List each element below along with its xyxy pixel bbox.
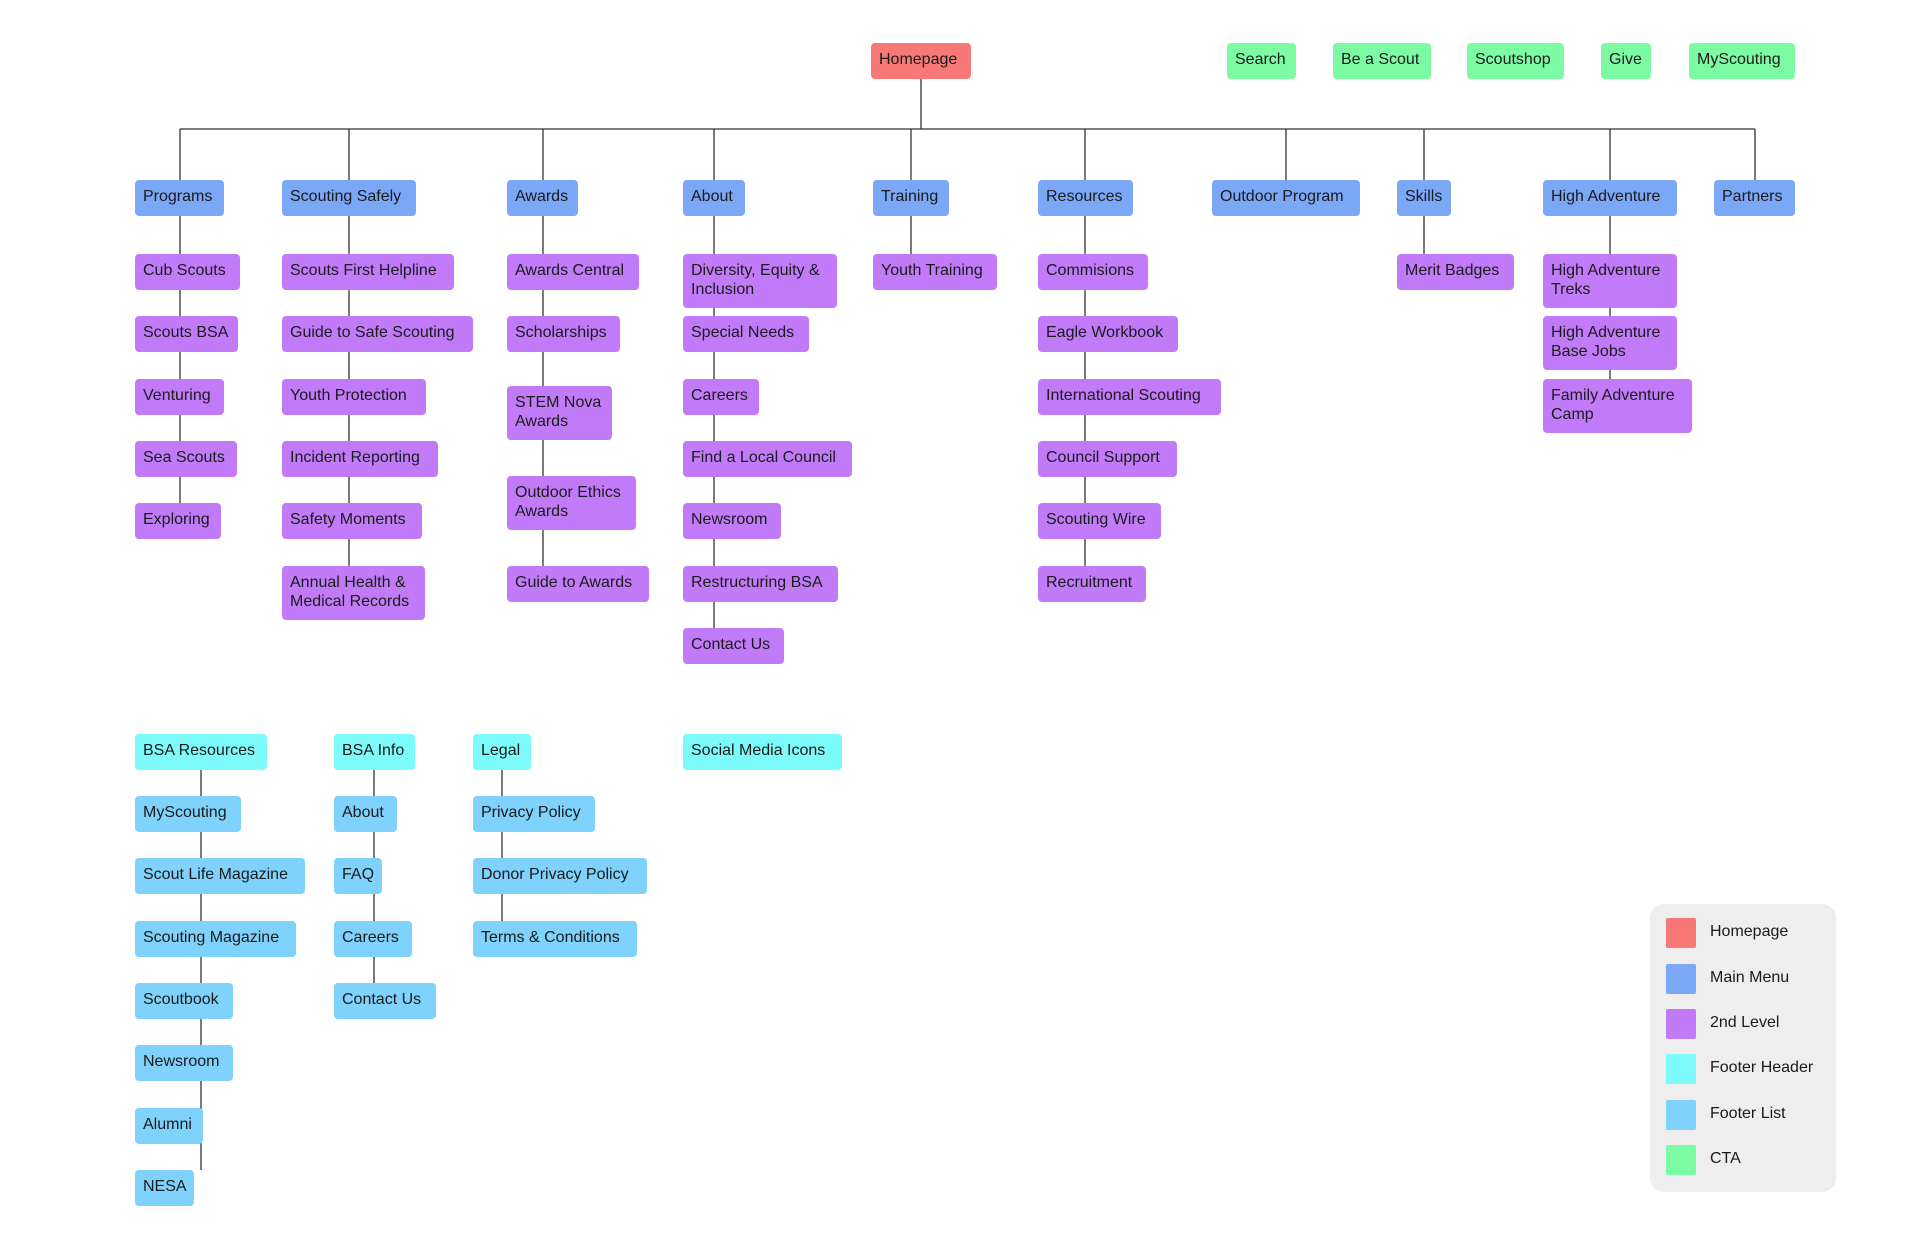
footer-link-nesa[interactable]: NESA <box>135 1170 194 1206</box>
submenu-eagle-workbook[interactable]: Eagle Workbook <box>1038 316 1178 352</box>
legend-item-cta: CTA <box>1666 1145 1836 1175</box>
menu-partners[interactable]: Partners <box>1714 180 1795 216</box>
cta-be-a-scout[interactable]: Be a Scout <box>1333 43 1431 79</box>
submenu-recruitment[interactable]: Recruitment <box>1038 566 1146 602</box>
menu-scouting-safely[interactable]: Scouting Safely <box>282 180 416 216</box>
cta-give[interactable]: Give <box>1601 43 1651 79</box>
submenu-diversity-equity-and-inclusion[interactable]: Diversity, Equity & Inclusion <box>683 254 837 308</box>
legend-label: Main Menu <box>1710 969 1790 986</box>
legend-swatch <box>1666 1100 1696 1130</box>
submenu-annual-health-and-medical-records[interactable]: Annual Health & Medical Records <box>282 566 425 620</box>
submenu-careers[interactable]: Careers <box>683 379 759 415</box>
submenu-incident-reporting[interactable]: Incident Reporting <box>282 441 438 477</box>
legend-swatch <box>1666 1054 1696 1084</box>
menu-outdoor-program[interactable]: Outdoor Program <box>1212 180 1360 216</box>
legend-swatch <box>1666 1009 1696 1039</box>
footer-header-bsa-resources[interactable]: BSA Resources <box>135 734 267 770</box>
footer-header-legal[interactable]: Legal <box>473 734 531 770</box>
submenu-international-scouting[interactable]: International Scouting <box>1038 379 1221 415</box>
footer-link-privacy-policy[interactable]: Privacy Policy <box>473 796 595 832</box>
footer-link-donor-privacy-policy[interactable]: Donor Privacy Policy <box>473 858 647 894</box>
legend-swatch <box>1666 918 1696 948</box>
submenu-newsroom[interactable]: Newsroom <box>683 503 781 539</box>
menu-skills[interactable]: Skills <box>1397 180 1451 216</box>
legend-item-footer-list: Footer List <box>1666 1100 1836 1130</box>
submenu-contact-us[interactable]: Contact Us <box>683 628 784 664</box>
footer-link-scoutbook[interactable]: Scoutbook <box>135 983 233 1019</box>
legend-item-main-menu: Main Menu <box>1666 964 1836 994</box>
footer-link-faq[interactable]: FAQ <box>334 858 382 894</box>
legend-item-2nd-level: 2nd Level <box>1666 1009 1836 1039</box>
legend-label: 2nd Level <box>1710 1014 1780 1031</box>
footer-link-contact-us[interactable]: Contact Us <box>334 983 436 1019</box>
submenu-special-needs[interactable]: Special Needs <box>683 316 809 352</box>
menu-awards[interactable]: Awards <box>507 180 578 216</box>
footer-header-social-media-icons[interactable]: Social Media Icons <box>683 734 842 770</box>
legend-label: Footer Header <box>1710 1059 1814 1076</box>
menu-about[interactable]: About <box>683 180 745 216</box>
submenu-stem-nova-awards[interactable]: STEM Nova Awards <box>507 386 612 440</box>
footer-link-careers[interactable]: Careers <box>334 921 412 957</box>
legend-item-homepage: Homepage <box>1666 918 1836 948</box>
menu-resources[interactable]: Resources <box>1038 180 1133 216</box>
submenu-youth-training[interactable]: Youth Training <box>873 254 997 290</box>
footer-link-alumni[interactable]: Alumni <box>135 1108 203 1144</box>
submenu-exploring[interactable]: Exploring <box>135 503 221 539</box>
footer-header-bsa-info[interactable]: BSA Info <box>334 734 415 770</box>
submenu-scholarships[interactable]: Scholarships <box>507 316 620 352</box>
submenu-guide-to-safe-scouting[interactable]: Guide to Safe Scouting <box>282 316 473 352</box>
menu-training[interactable]: Training <box>873 180 949 216</box>
legend: Homepage Main Menu 2nd Level Footer Head… <box>1650 904 1836 1192</box>
footer-link-scouting-magazine[interactable]: Scouting Magazine <box>135 921 296 957</box>
submenu-high-adventure-base-jobs[interactable]: High Adventure Base Jobs <box>1543 316 1677 370</box>
submenu-merit-badges[interactable]: Merit Badges <box>1397 254 1514 290</box>
cta-myscouting[interactable]: MyScouting <box>1689 43 1795 79</box>
legend-label: Footer List <box>1710 1105 1786 1122</box>
submenu-venturing[interactable]: Venturing <box>135 379 224 415</box>
submenu-safety-moments[interactable]: Safety Moments <box>282 503 422 539</box>
node-homepage[interactable]: Homepage <box>871 43 971 79</box>
submenu-awards-central[interactable]: Awards Central <box>507 254 639 290</box>
submenu-council-support[interactable]: Council Support <box>1038 441 1177 477</box>
footer-link-about[interactable]: About <box>334 796 397 832</box>
menu-high-adventure[interactable]: High Adventure <box>1543 180 1677 216</box>
submenu-scouting-wire[interactable]: Scouting Wire <box>1038 503 1161 539</box>
submenu-sea-scouts[interactable]: Sea Scouts <box>135 441 237 477</box>
footer-link-terms-and-conditions[interactable]: Terms & Conditions <box>473 921 637 957</box>
cta-scoutshop[interactable]: Scoutshop <box>1467 43 1564 79</box>
cta-search[interactable]: Search <box>1227 43 1296 79</box>
legend-label: Homepage <box>1710 923 1789 940</box>
submenu-commisions[interactable]: Commisions <box>1038 254 1148 290</box>
legend-label: CTA <box>1710 1150 1741 1167</box>
submenu-youth-protection[interactable]: Youth Protection <box>282 379 426 415</box>
footer-link-myscouting[interactable]: MyScouting <box>135 796 241 832</box>
submenu-high-adventure-treks[interactable]: High Adventure Treks <box>1543 254 1677 308</box>
submenu-family-adventure-camp[interactable]: Family Adventure Camp <box>1543 379 1692 433</box>
submenu-restructuring-bsa[interactable]: Restructuring BSA <box>683 566 838 602</box>
menu-programs[interactable]: Programs <box>135 180 224 216</box>
submenu-scouts-bsa[interactable]: Scouts BSA <box>135 316 238 352</box>
submenu-find-a-local-council[interactable]: Find a Local Council <box>683 441 852 477</box>
submenu-guide-to-awards[interactable]: Guide to Awards <box>507 566 649 602</box>
submenu-cub-scouts[interactable]: Cub Scouts <box>135 254 240 290</box>
legend-swatch <box>1666 1145 1696 1175</box>
submenu-outdoor-ethics-awards[interactable]: Outdoor Ethics Awards <box>507 476 636 530</box>
legend-item-footer-header: Footer Header <box>1666 1054 1836 1084</box>
legend-swatch <box>1666 964 1696 994</box>
footer-link-scout-life-magazine[interactable]: Scout Life Magazine <box>135 858 305 894</box>
submenu-scouts-first-helpline[interactable]: Scouts First Helpline <box>282 254 454 290</box>
footer-link-newsroom[interactable]: Newsroom <box>135 1045 233 1081</box>
